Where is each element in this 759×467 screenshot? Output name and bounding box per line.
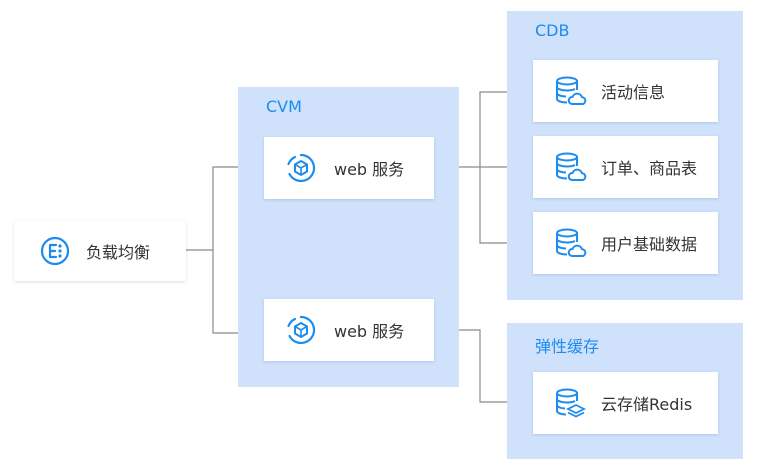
- database-cloud-icon: [553, 150, 587, 184]
- redis-node[interactable]: 云存储Redis: [533, 372, 718, 434]
- database-cloud-icon: [553, 74, 587, 108]
- cdb-node-users[interactable]: 用户基础数据: [533, 212, 718, 274]
- web-service-icon: [284, 313, 318, 347]
- cdb-node-orders[interactable]: 订单、商品表: [533, 136, 718, 198]
- load-balancer-node[interactable]: 负载均衡: [14, 221, 186, 281]
- redis-node-label: 云存储Redis: [601, 395, 693, 414]
- web-service-label: web 服务: [334, 322, 405, 341]
- web-service-icon: [284, 151, 318, 185]
- web-service-node-2[interactable]: web 服务: [264, 299, 434, 361]
- cvm-group-title: CVM: [266, 97, 302, 116]
- load-balancer-icon: [38, 234, 72, 268]
- database-cloud-icon: [553, 226, 587, 260]
- database-stack-icon: [553, 386, 587, 420]
- cache-group-title: 弹性缓存: [535, 337, 600, 356]
- cdb-node-activity[interactable]: 活动信息: [533, 60, 718, 122]
- load-balancer-label: 负载均衡: [86, 243, 151, 262]
- web-service-label: web 服务: [334, 160, 405, 179]
- cdb-node-label: 活动信息: [601, 83, 666, 102]
- cdb-node-label: 用户基础数据: [601, 235, 698, 254]
- cdb-node-label: 订单、商品表: [601, 159, 698, 178]
- web-service-node-1[interactable]: web 服务: [264, 137, 434, 199]
- cdb-group-title: CDB: [535, 21, 570, 40]
